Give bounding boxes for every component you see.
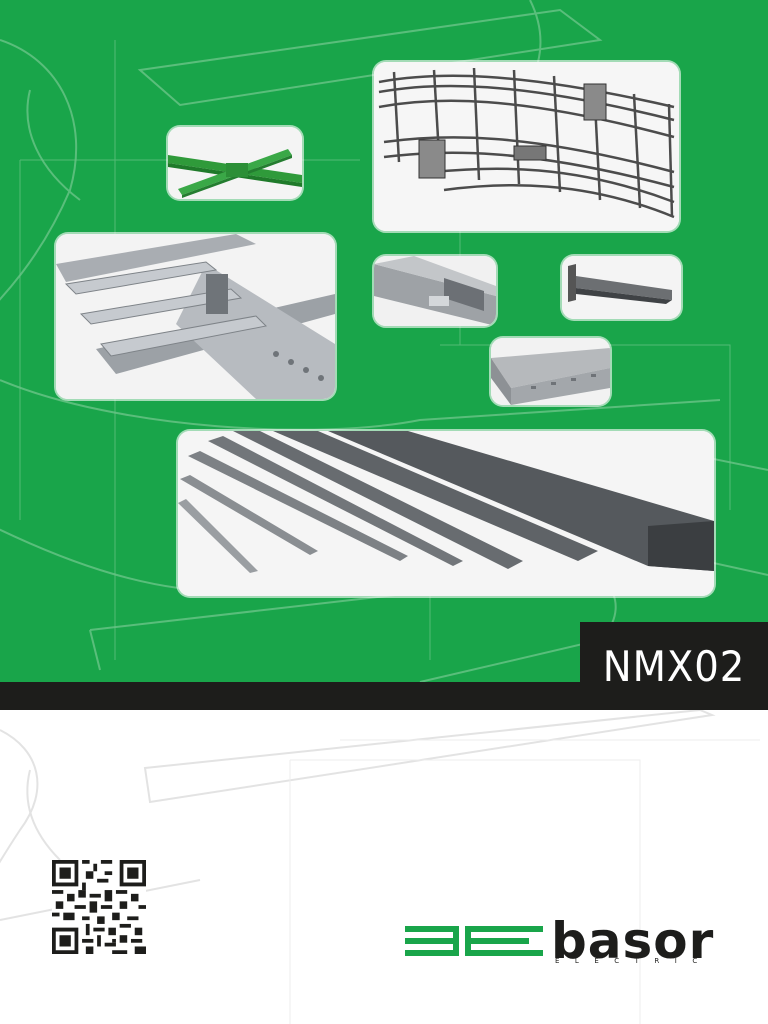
perforated-tray-coupling-icon — [374, 256, 496, 326]
product-card-cross-fitting — [168, 127, 302, 199]
product-card-cable-ladder — [56, 234, 335, 399]
white-lower-area — [0, 710, 768, 1024]
brand-logo: basor ELECTRIC — [405, 912, 735, 970]
product-card-perforated-tray — [491, 338, 610, 405]
cable-ladder-icon — [56, 234, 335, 399]
product-card-wall-bracket — [562, 256, 681, 319]
product-card-wire-mesh-tray — [374, 62, 679, 231]
product-card-strut-channels — [178, 431, 714, 596]
green-background — [0, 0, 768, 682]
catalog-code: NMX02 — [602, 642, 746, 691]
wire-mesh-tray-icon — [374, 62, 679, 231]
decorative-outline-drawing-lower — [0, 710, 760, 1024]
qr-code-icon[interactable] — [52, 860, 146, 954]
product-card-tray-coupling — [374, 256, 496, 326]
brand-name: basor — [551, 912, 715, 970]
perforated-tray-icon — [491, 338, 610, 405]
wall-bracket-icon — [562, 256, 681, 319]
3e-logo-icon — [405, 926, 543, 956]
brand-subtitle: ELECTRIC — [555, 957, 713, 965]
green-cross-fitting-icon — [168, 127, 302, 199]
catalog-code-box: NMX02 — [580, 622, 768, 710]
strut-channels-icon — [178, 431, 714, 596]
